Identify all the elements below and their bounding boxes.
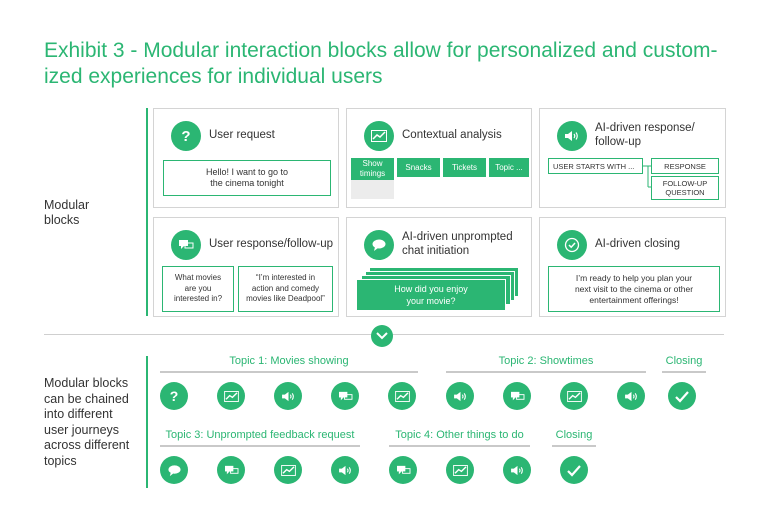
speaker-icon xyxy=(503,456,531,484)
card-user-response: User response/follow-up What movies are … xyxy=(153,217,339,317)
topic-3-label: Topic 3: Unprompted feedback request xyxy=(165,429,355,441)
title-line: AI-driven unprompted xyxy=(402,231,513,243)
chat-icon xyxy=(503,382,531,410)
bubble-line: action and comedy xyxy=(251,283,320,293)
tag-tickets: Tickets xyxy=(443,158,486,177)
card-unprompted-chat: AI-driven unprompted chat initiation How… xyxy=(346,217,532,317)
topic-1-label: Topic 1: Movies showing xyxy=(229,355,349,367)
section1-vertical-line xyxy=(146,108,148,316)
bubble-line: interested in? xyxy=(173,294,223,304)
bubble-line: How did you enjoy xyxy=(394,284,468,294)
check-icon xyxy=(668,382,696,410)
title-line-1: Exhibit 3 - Modular interaction blocks a… xyxy=(44,39,718,62)
tag-snacks: Snacks xyxy=(397,158,440,177)
label-line: across different xyxy=(44,438,130,452)
card-title: Contextual analysis xyxy=(402,129,502,141)
chart-icon xyxy=(217,382,245,410)
followup-question-box: FOLLOW-UP QUESTION xyxy=(651,176,719,200)
card-title: AI-driven closing xyxy=(595,238,681,250)
check-icon xyxy=(557,230,587,260)
chart-icon xyxy=(274,456,302,484)
chart-icon xyxy=(388,382,416,410)
title-line-2: ized experiences for individual users xyxy=(44,65,383,88)
bubble-line: Hello! I want to go to xyxy=(205,167,289,177)
bubble-line: I’m ready to help you plan your xyxy=(575,272,693,283)
bubble-line: movies like Deadpool” xyxy=(246,294,325,304)
bubble-line: the cinema tonight xyxy=(210,178,284,188)
topic-4-underline xyxy=(389,445,530,447)
bubble-line: entertainment offerings! xyxy=(589,294,679,305)
chat-icon xyxy=(171,230,201,260)
tag-topic: Topic ... xyxy=(489,158,529,177)
chevron-down-icon xyxy=(371,325,393,347)
label-line: can be chained xyxy=(44,391,129,406)
tag-show-timings: Show timings xyxy=(351,158,394,180)
title-line: follow-up xyxy=(595,136,642,148)
speaker-icon xyxy=(617,382,645,410)
title-line: AI-driven response/ xyxy=(595,122,695,134)
modular-blocks-label: Modular blocks xyxy=(44,198,89,228)
card-title: User request xyxy=(209,129,275,141)
topic-1-underline xyxy=(160,371,418,373)
answer-bubble: “I’m interested in action and comedy mov… xyxy=(238,266,333,312)
closing-label-row1: Closing xyxy=(665,355,703,367)
closing-underline-row1 xyxy=(662,371,706,373)
question-icon: ? xyxy=(160,382,188,410)
question-icon: ? xyxy=(171,121,201,151)
bubble-icon xyxy=(364,230,394,260)
card-user-request: ? User request Hello! I want to go to th… xyxy=(153,108,339,208)
chart-icon xyxy=(560,382,588,410)
closing-bubble: I’m ready to help you plan your next vis… xyxy=(548,266,720,312)
stack-layer-front: How did you enjoy your movie? xyxy=(356,279,506,311)
title-line: chat initiation xyxy=(402,245,470,257)
speaker-icon xyxy=(446,382,474,410)
label-line: Modular xyxy=(44,198,90,212)
response-box: RESPONSE xyxy=(651,158,719,174)
closing-underline-row2 xyxy=(552,445,596,447)
topic-4-label: Topic 4: Other things to do xyxy=(395,429,524,441)
bubble-line: your movie? xyxy=(406,296,456,306)
user-starts-box: USER STARTS WITH ... xyxy=(548,158,643,174)
label-line: Modular blocks xyxy=(44,376,129,390)
chat-icon xyxy=(389,456,417,484)
bubble-line: What movies xyxy=(174,273,222,283)
speaker-icon xyxy=(557,121,587,151)
speaker-icon xyxy=(274,382,302,410)
topic-3-underline xyxy=(160,445,360,447)
tag-placeholder xyxy=(351,180,394,199)
bubble-line: “I’m interested in xyxy=(255,273,316,283)
box-line: FOLLOW-UP xyxy=(662,179,708,188)
card-ai-closing: AI-driven closing I’m ready to help you … xyxy=(539,217,726,317)
section2-vertical-line xyxy=(146,356,148,488)
bubble-line: are you xyxy=(184,283,212,293)
card-ai-response: AI-driven response/ follow-up USER START… xyxy=(539,108,726,208)
user-request-bubble: Hello! I want to go to the cinema tonigh… xyxy=(163,160,331,196)
card-title: User response/follow-up xyxy=(209,238,334,250)
chart-icon xyxy=(446,456,474,484)
journeys-label: Modular blocks can be chained into diffe… xyxy=(44,376,129,469)
bubble-icon xyxy=(160,456,188,484)
check-icon xyxy=(560,456,588,484)
card-title: AI-driven response/ follow-up xyxy=(595,121,695,149)
card-contextual-analysis: Contextual analysis Show timings Snacks … xyxy=(346,108,532,208)
box-line: QUESTION xyxy=(665,188,705,197)
label-line: user journeys xyxy=(44,422,120,437)
label-line: into different xyxy=(44,407,113,421)
card-title: AI-driven unprompted chat initiation xyxy=(402,230,513,258)
topic-2-underline xyxy=(446,371,646,373)
speaker-icon xyxy=(331,456,359,484)
topic-2-label: Topic 2: Showtimes xyxy=(498,355,594,367)
label-line: blocks xyxy=(44,213,80,227)
chat-icon xyxy=(217,456,245,484)
chart-icon xyxy=(364,121,394,151)
chat-icon xyxy=(331,382,359,410)
question-bubble: What movies are you interested in? xyxy=(162,266,234,312)
label-line: topics xyxy=(44,453,77,468)
bubble-line: next visit to the cinema or other xyxy=(574,283,694,294)
closing-label-row2: Closing xyxy=(555,429,593,441)
exhibit-title: Exhibit 3 - Modular interaction blocks a… xyxy=(44,38,744,90)
